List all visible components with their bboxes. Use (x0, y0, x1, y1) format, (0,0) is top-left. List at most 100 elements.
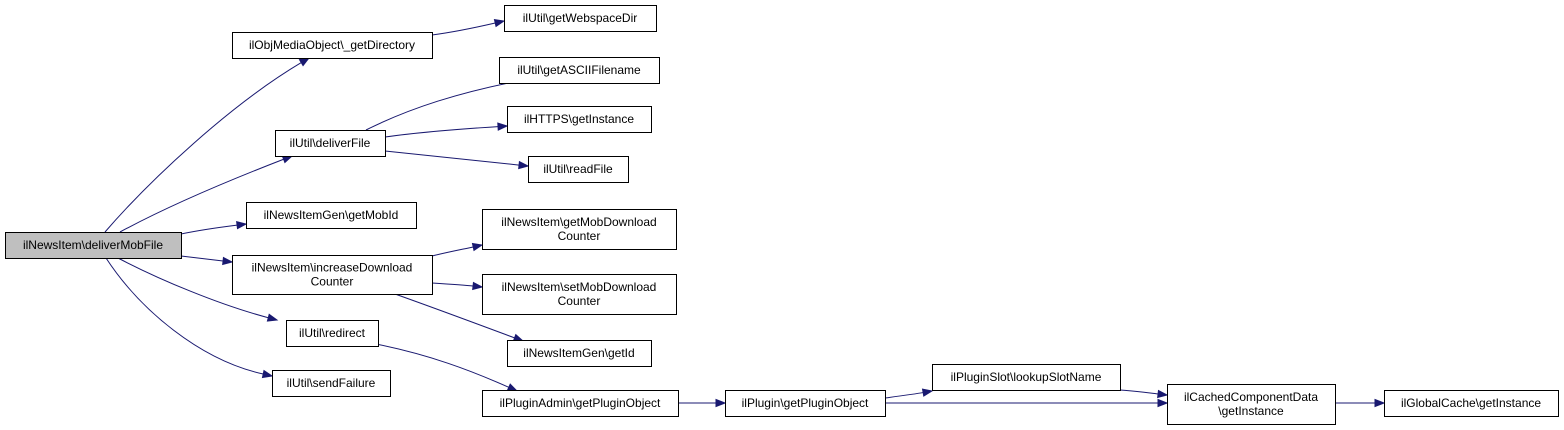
edge-line (119, 158, 284, 233)
edge-line (384, 150, 520, 166)
node-httpsGetInstance[interactable]: ilHTTPS\getInstance (507, 106, 652, 133)
node-box (246, 202, 417, 229)
edge-line (384, 126, 499, 138)
arrowhead-icon (1157, 389, 1169, 399)
edge-line (394, 293, 515, 339)
node-box (286, 320, 379, 347)
node-label: Counter (558, 229, 601, 243)
edge-line (375, 343, 509, 388)
node-box (232, 32, 433, 59)
node-box (482, 274, 677, 315)
edge-line (365, 79, 526, 131)
node-label: ilPluginSlot\lookupSlotName (951, 370, 1102, 384)
node-cachedGetInstance[interactable]: ilCachedComponentData\getInstance (1167, 384, 1336, 425)
node-getId[interactable]: ilNewsItemGen\getId (507, 340, 652, 367)
node-label: ilHTTPS\getInstance (524, 112, 634, 126)
node-label: ilUtil\readFile (543, 162, 613, 176)
node-label: ilNewsItem\increaseDownload (252, 261, 413, 275)
edge-increaseDownloadCounter-to-setMobDownloadCounter (431, 281, 484, 291)
arrowhead-icon (266, 313, 279, 322)
arrowhead-icon (236, 220, 248, 230)
node-box (507, 106, 652, 133)
arrowhead-icon (261, 369, 274, 379)
arrowhead-icon (472, 281, 484, 291)
node-label: ilNewsItemGen\getMobId (264, 208, 399, 222)
edge-line (180, 224, 238, 235)
arrowhead-icon (715, 398, 727, 408)
arrowhead-icon (1157, 398, 1169, 408)
node-label: ilPlugin\getPluginObject (742, 396, 869, 410)
node-getDirectory[interactable]: ilObjMediaObject\_getDirectory (232, 32, 433, 59)
edge-cachedGetInstance-to-globalCacheGetInstance (1335, 398, 1386, 408)
edge-line (884, 392, 924, 399)
arrowhead-icon (497, 122, 509, 131)
edge-deliverFile-to-httpsGetInstance (384, 122, 509, 138)
edge-line (431, 282, 474, 287)
edge-deliverFile-to-readFile (384, 150, 530, 170)
node-globalCacheGetInstance[interactable]: ilGlobalCache\getInstance (1384, 390, 1559, 417)
node-pluginGetPluginObject[interactable]: ilPlugin\getPluginObject (725, 390, 886, 417)
node-lookupSlotName[interactable]: ilPluginSlot\lookupSlotName (932, 364, 1121, 391)
node-box (932, 364, 1121, 391)
node-root[interactable]: ilNewsItem\deliverMobFile (5, 232, 182, 259)
arrowhead-icon (921, 388, 934, 397)
node-label: ilObjMediaObject\_getDirectory (249, 38, 415, 52)
node-box (1384, 390, 1559, 417)
node-box (507, 340, 652, 367)
arrowhead-icon (298, 57, 311, 67)
node-box (232, 255, 433, 295)
node-label: Counter (311, 275, 354, 289)
arrowhead-icon (1374, 398, 1386, 408)
node-label: ilUtil\redirect (299, 326, 366, 340)
edge-line (117, 257, 269, 319)
node-box (5, 232, 182, 259)
node-readFile[interactable]: ilUtil\readFile (528, 156, 629, 183)
edge-root-to-getMobId (180, 220, 248, 235)
node-label: ilPluginAdmin\getPluginObject (500, 396, 661, 410)
node-getMobId[interactable]: ilNewsItemGen\getMobId (246, 202, 417, 229)
node-label: ilNewsItem\getMobDownload (501, 215, 656, 229)
node-box (504, 5, 657, 32)
node-label: ilUtil\sendFailure (287, 376, 376, 390)
node-label: ilGlobalCache\getInstance (1401, 396, 1541, 410)
node-getWebspaceDir[interactable]: ilUtil\getWebspaceDir (504, 5, 657, 32)
node-box (1167, 384, 1336, 425)
node-adminGetPluginObject[interactable]: ilPluginAdmin\getPluginObject (482, 390, 679, 417)
edge-pluginGetPluginObject-to-lookupSlotName (884, 388, 934, 399)
edge-lookupSlotName-to-cachedGetInstance (1119, 389, 1169, 399)
node-box (725, 390, 886, 417)
edge-adminGetPluginObject-to-pluginGetPluginObject (678, 398, 727, 408)
edge-line (431, 22, 496, 36)
node-sendFailure[interactable]: ilUtil\sendFailure (272, 370, 391, 397)
node-box (499, 57, 660, 84)
edge-line (104, 62, 302, 233)
edge-pluginGetPluginObject-to-cachedGetInstance (885, 398, 1169, 408)
arrowhead-icon (518, 160, 530, 170)
node-deliverFile[interactable]: ilUtil\deliverFile (275, 130, 386, 157)
node-label: ilUtil\getASCIIFilename (517, 63, 641, 77)
node-box (482, 390, 679, 417)
node-label: ilUtil\getWebspaceDir (523, 11, 638, 25)
edge-root-to-sendFailure (105, 257, 274, 379)
edge-root-to-increaseDownloadCounter (180, 255, 234, 266)
node-label: Counter (558, 294, 601, 308)
edge-line (105, 257, 264, 375)
edge-getDirectory-to-getWebspaceDir (431, 19, 506, 36)
node-label: ilNewsItem\deliverMobFile (23, 238, 163, 252)
edge-root-to-redirect (117, 257, 279, 322)
node-label: ilNewsItem\setMobDownload (502, 280, 657, 294)
edge-increaseDownloadCounter-to-getMobDownloadCounter (431, 242, 484, 257)
node-box (528, 156, 629, 183)
node-label: ilNewsItemGen\getId (523, 346, 634, 360)
node-redirect[interactable]: ilUtil\redirect (286, 320, 379, 347)
node-getASCIIFilename[interactable]: ilUtil\getASCIIFilename (499, 57, 660, 84)
arrowhead-icon (471, 242, 484, 252)
arrowhead-icon (493, 19, 506, 28)
edge-line (180, 255, 224, 262)
node-label: ilCachedComponentData (1184, 390, 1318, 404)
node-label: ilUtil\deliverFile (290, 136, 371, 150)
edge-line (431, 246, 474, 257)
